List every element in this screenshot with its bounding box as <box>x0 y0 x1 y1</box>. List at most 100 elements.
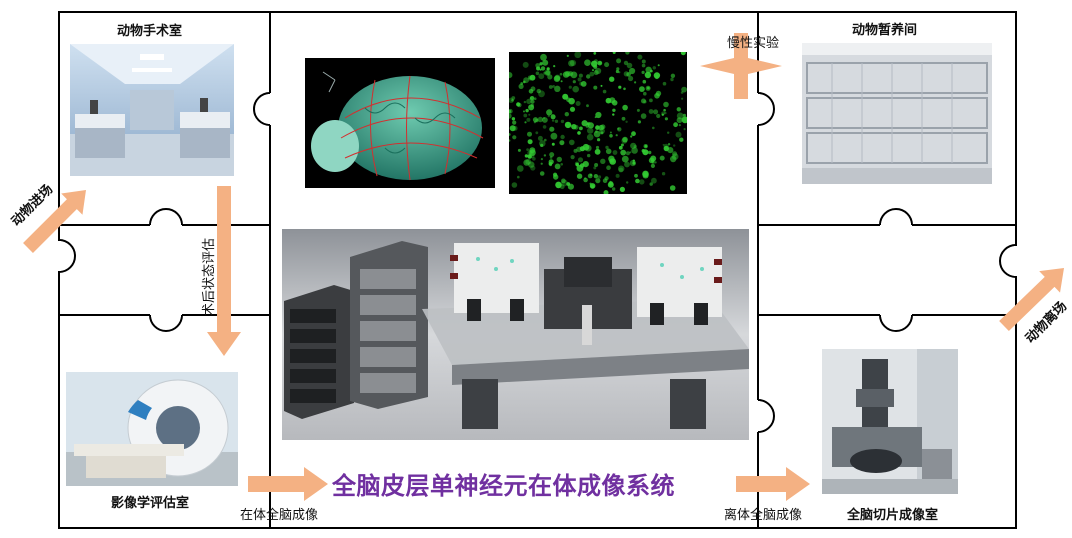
neuron-dot <box>582 161 589 168</box>
neuron-dot <box>682 113 686 117</box>
neuron-dot <box>642 79 647 84</box>
neuron-dot <box>622 136 628 143</box>
neuron-dot <box>594 148 601 155</box>
neuron-dot <box>592 69 594 72</box>
neuron-dot <box>635 178 640 184</box>
neuron-dot <box>554 85 561 92</box>
in-vivo-arrow <box>248 467 328 501</box>
neuron-dot <box>512 120 517 125</box>
neuron-dot <box>526 117 531 122</box>
neuron-dot <box>625 120 628 124</box>
neuron-dot <box>517 148 521 152</box>
neuron-dot <box>576 146 582 153</box>
neuron-dot <box>681 116 687 124</box>
neuron-dot <box>615 134 618 137</box>
neuron-dot <box>523 159 530 166</box>
neuron-dot <box>555 181 562 189</box>
neuron-dot <box>653 109 659 115</box>
neuron-dot <box>566 54 569 57</box>
neuron-dot <box>594 163 599 167</box>
neuron-dot <box>589 71 595 77</box>
neuron-dot <box>560 163 563 166</box>
neuron-dot <box>618 85 622 89</box>
neuron-dot <box>509 113 512 119</box>
neuron-dot <box>517 175 520 179</box>
neuron-dot <box>511 99 514 102</box>
neuron-dot <box>536 66 541 71</box>
neuron-dot <box>539 62 543 66</box>
neuron-dot <box>587 153 591 158</box>
neuron-dot <box>681 86 687 93</box>
neuron-dot <box>537 116 544 123</box>
surgery-room-label: 动物手术室 <box>117 24 183 39</box>
neuron-dot <box>509 72 513 79</box>
neuron-dot <box>509 125 516 132</box>
neuron-dot <box>661 172 666 176</box>
neuron-dot <box>530 165 536 171</box>
neuron-dot <box>551 142 555 146</box>
neuron-dot <box>540 143 544 147</box>
chronic-arrow <box>700 33 782 99</box>
neuron-dot <box>643 91 647 96</box>
neuron-dot <box>679 137 684 142</box>
neuron-dot <box>683 128 686 131</box>
neuron-dot <box>670 155 677 163</box>
neuron-fluorescence-image <box>509 52 687 194</box>
neuron-dot <box>578 73 583 78</box>
neuron-dot <box>532 157 536 161</box>
neuron-dot <box>670 77 674 82</box>
neuron-dot <box>542 117 548 123</box>
neuron-dot <box>547 74 553 80</box>
neuron-dot <box>580 81 587 87</box>
neuron-dot <box>598 61 602 65</box>
neuron-dot <box>509 133 511 136</box>
neuron-dot <box>667 131 670 134</box>
neuron-dot <box>593 70 599 76</box>
neuron-dot <box>634 81 637 84</box>
neuron-dot <box>512 125 518 131</box>
neuron-dot <box>653 72 661 79</box>
neuron-dot <box>615 173 620 178</box>
neuron-dot <box>526 98 532 105</box>
neuron-dot <box>623 71 629 77</box>
neuron-dot <box>593 130 601 138</box>
neuron-dot <box>642 172 649 179</box>
neuron-dot <box>649 182 653 186</box>
neuron-dot <box>590 184 595 189</box>
neuron-dot <box>663 108 666 112</box>
neuron-dot <box>525 108 529 113</box>
neuron-dot <box>593 85 598 90</box>
neuron-dot <box>536 88 541 94</box>
neuron-dot <box>616 67 620 71</box>
neuron-dot <box>550 132 558 140</box>
neuron-dot <box>641 59 646 64</box>
neuron-dot <box>527 131 532 137</box>
neuron-dot <box>522 61 529 68</box>
neuron-dot <box>625 151 630 156</box>
neuron-dot <box>676 107 681 112</box>
neuron-dot <box>619 186 625 192</box>
neuron-dot <box>628 75 634 82</box>
neuron-dot <box>626 72 631 77</box>
neuron-dot <box>612 113 615 116</box>
neuron-dot <box>616 58 622 64</box>
neuron-dot <box>664 117 668 121</box>
housing-room-photo <box>802 43 992 184</box>
neuron-dot <box>554 119 559 124</box>
neuron-dot <box>568 85 572 89</box>
neuron-dot <box>609 158 615 164</box>
neuron-dot <box>542 59 549 66</box>
neuron-dot <box>540 53 547 61</box>
neuron-dot <box>612 187 616 191</box>
neuron-dot <box>618 167 624 173</box>
neuron-dot <box>631 131 636 137</box>
neuron-dot <box>509 139 511 142</box>
neuron-dot <box>528 113 531 116</box>
neuron-dot <box>556 156 562 163</box>
neuron-dot <box>648 109 654 114</box>
neuron-dot <box>617 127 622 132</box>
neuron-dot <box>517 102 522 108</box>
neuron-dot <box>626 62 633 69</box>
